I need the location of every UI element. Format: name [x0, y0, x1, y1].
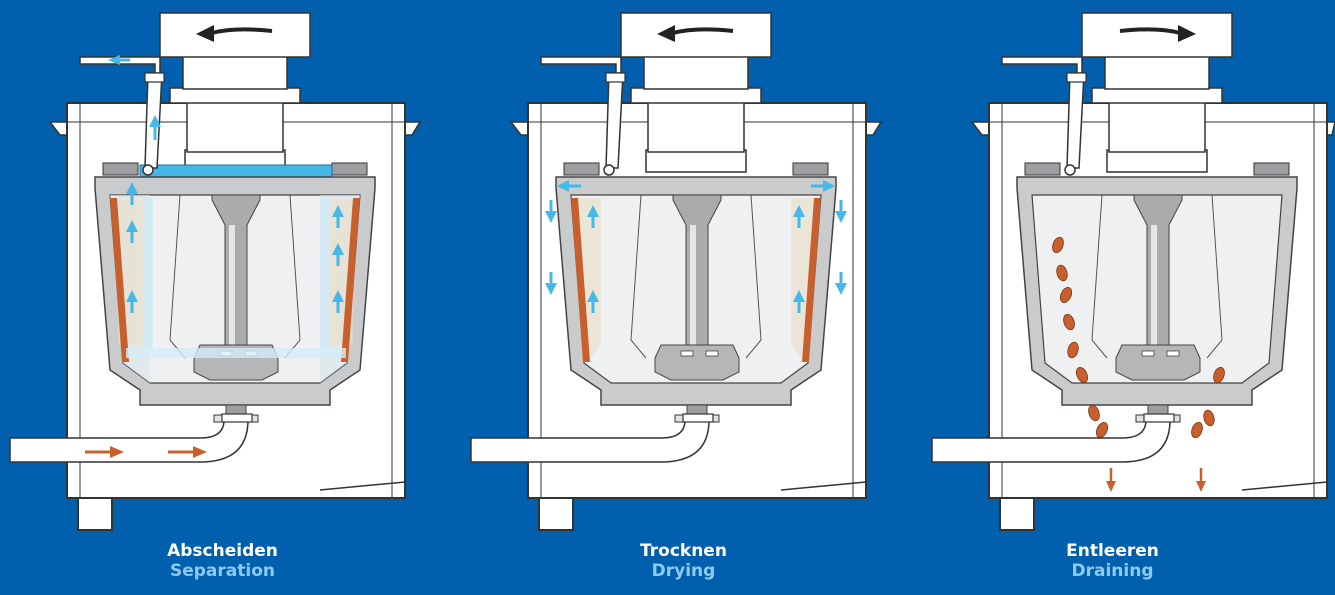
rotation-arrow-icon — [657, 25, 734, 42]
drive-motor — [1081, 12, 1233, 173]
flow-arrow-icon — [545, 180, 847, 313]
solids-layer — [571, 198, 590, 362]
drive-motor — [620, 12, 772, 173]
stage-title-german: Abscheiden — [167, 541, 278, 561]
rotation-arrow-icon — [1119, 25, 1196, 42]
rotation-arrow-icon — [196, 25, 273, 42]
stage-caption: Trocknen Drying — [461, 541, 906, 581]
centrifuge-bowl — [1016, 176, 1298, 423]
liquid-outlet-pipe — [540, 56, 626, 176]
discharge-arrow-icon — [1106, 468, 1206, 492]
stage-title-german: Trocknen — [640, 541, 727, 561]
centrifuge-diagram-separation — [9, 12, 422, 531]
stage-panel-draining: Entleeren Draining — [922, 0, 1335, 595]
drive-motor — [159, 12, 311, 173]
stage-panel-drying: Trocknen Drying — [461, 0, 906, 595]
stage-title-english: Drying — [651, 561, 716, 581]
stage-caption: Entleeren Draining — [922, 541, 1335, 581]
stage-title-german: Entleeren — [1066, 541, 1159, 561]
centrifuge-bowl — [94, 176, 376, 423]
solids-particles — [1052, 236, 1225, 439]
feed-arrow-icon — [85, 446, 207, 458]
centrifuge-bowl — [555, 176, 837, 423]
stage-caption: Abscheiden Separation — [0, 541, 445, 581]
liquid-outlet-pipe — [1001, 56, 1087, 176]
flow-arrow-icon — [108, 55, 344, 313]
stage-panel-separation: Abscheiden Separation — [0, 0, 445, 595]
liquid-level — [139, 164, 333, 178]
stage-title-english: Separation — [169, 561, 275, 581]
centrifuge-diagram-drying — [470, 12, 883, 531]
solids-layer — [110, 198, 129, 362]
centrifuge-diagram-draining — [931, 12, 1335, 531]
stage-title-english: Draining — [1071, 561, 1154, 581]
feed-inlet-pipe — [931, 413, 1175, 463]
feed-inlet-pipe — [470, 413, 714, 463]
